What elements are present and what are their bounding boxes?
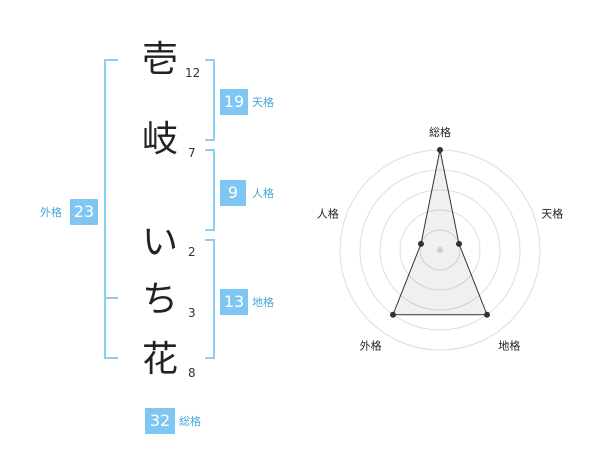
chikaku-bracket	[205, 239, 215, 359]
name-char-5: 花	[141, 339, 178, 380]
soukaku-label: 総格	[179, 415, 201, 428]
radar-point-5	[417, 240, 424, 247]
soukaku-value: 32	[145, 408, 175, 434]
name-char-2: 岐	[141, 119, 178, 160]
chikaku-label: 地格	[252, 296, 274, 309]
jinkaku-label: 人格	[252, 187, 274, 200]
radar-axis-label-5: 人格	[317, 207, 339, 221]
radar-axis-label-4: 外格	[360, 338, 382, 352]
radar-ring-2	[399, 209, 481, 291]
stroke-count-1: 12	[185, 66, 201, 80]
gaikaku-bracket	[104, 59, 118, 359]
radar-point-2	[456, 240, 463, 247]
stroke-count-2: 7	[188, 146, 196, 160]
radar-point-4	[389, 311, 396, 318]
radar-axis-label-2: 天格	[541, 207, 563, 221]
gaikaku-value: 23	[70, 199, 98, 225]
radar-ring-3	[379, 189, 501, 311]
fortune-brackets	[104, 59, 215, 359]
radar-polygon	[392, 149, 488, 316]
stroke-count-3: 2	[188, 245, 196, 259]
tenkaku-value: 19	[220, 89, 248, 115]
stroke-count-5: 8	[188, 366, 196, 380]
tenkaku-label: 天格	[252, 96, 274, 109]
jinkaku-value: 9	[220, 180, 246, 206]
chikaku-value: 13	[220, 289, 248, 315]
name-char-1: 壱	[141, 39, 178, 80]
radar-ring-4	[359, 169, 521, 331]
stroke-count-4: 3	[188, 306, 196, 320]
radar-ring-1	[419, 229, 461, 271]
radar-center	[437, 247, 443, 253]
tenkaku-bracket	[205, 59, 215, 141]
radar-point-3	[484, 311, 491, 318]
radar-point-1	[437, 147, 443, 153]
radar-axis-label-3: 地格	[498, 338, 520, 352]
name-char-4: ち	[141, 279, 178, 320]
radar-axis-label-1: 総格	[429, 125, 451, 139]
name-char-3: い	[141, 222, 178, 263]
gaikaku-label: 外格	[40, 206, 62, 219]
jinkaku-bracket	[205, 149, 215, 231]
